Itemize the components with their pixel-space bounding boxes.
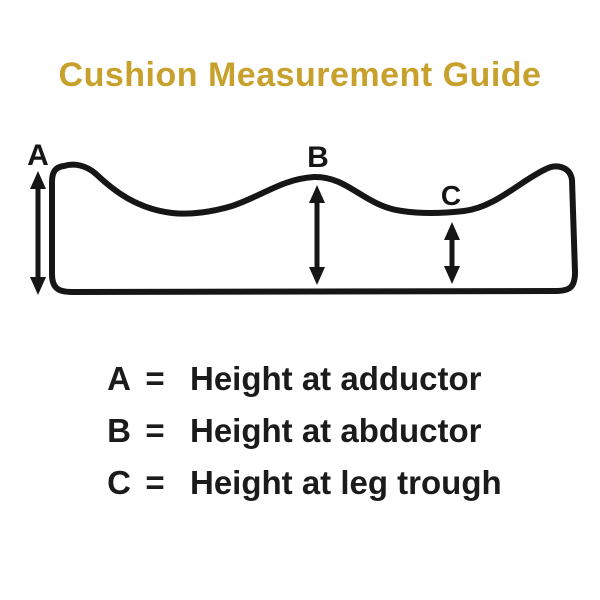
legend-row-c: C = Height at leg trough — [100, 457, 502, 509]
legend-equals-b: = — [145, 412, 165, 449]
legend-equals-c: = — [145, 464, 165, 501]
page-title: Cushion Measurement Guide — [58, 56, 542, 94]
legend-description-c: Height at leg trough — [190, 464, 502, 501]
measurement-arrow-c — [444, 222, 460, 284]
legend-letter-b: B — [107, 412, 131, 449]
measurement-arrow-a — [30, 171, 46, 295]
legend-row-a: A = Height at adductor — [100, 353, 502, 405]
cushion-outline — [49, 161, 578, 295]
diagram-label-a: A — [27, 139, 49, 172]
arrow-c-down-head — [444, 266, 460, 284]
legend-description-a: Height at adductor — [190, 360, 482, 397]
legend: A = Height at adductor B = Height at abd… — [100, 353, 502, 509]
legend-equals-a: = — [145, 360, 165, 397]
diagram-label-b: B — [307, 141, 329, 174]
arrow-a-down-head — [30, 277, 46, 295]
arrow-b-up-head — [309, 185, 325, 203]
arrow-b-down-head — [309, 267, 325, 285]
legend-description-b: Height at abductor — [190, 412, 482, 449]
legend-letter-a: A — [107, 360, 131, 397]
diagram-label-c: C — [441, 180, 461, 211]
arrow-a-up-head — [30, 171, 46, 189]
arrow-c-up-head — [444, 222, 460, 240]
legend-row-b: B = Height at abductor — [100, 405, 502, 457]
measurement-arrow-b — [309, 185, 325, 285]
legend-letter-c: C — [107, 464, 131, 501]
